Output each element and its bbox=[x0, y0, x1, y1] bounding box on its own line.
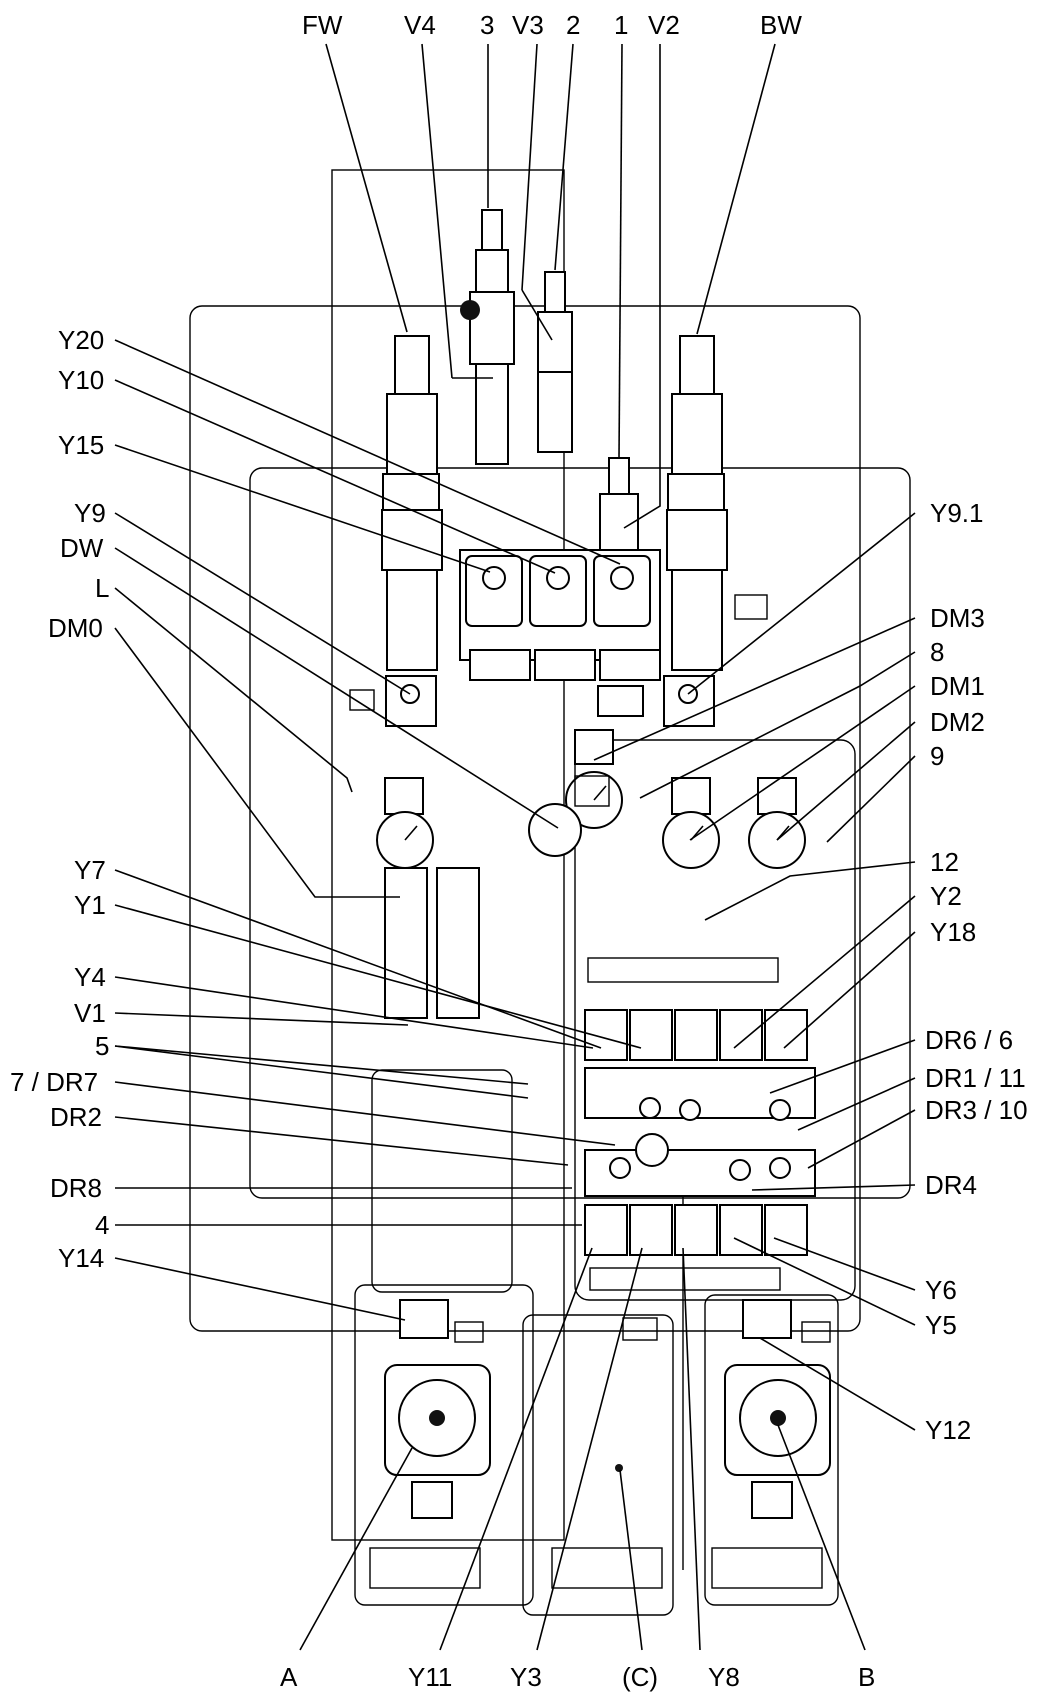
label-y10: Y10 bbox=[58, 365, 104, 395]
solenoid-row-lower bbox=[584, 1097, 816, 1291]
label-9: 9 bbox=[930, 741, 944, 771]
label-v4: V4 bbox=[404, 10, 436, 40]
label-y20: Y20 bbox=[58, 325, 104, 355]
label-dr3-10: DR3 / 10 bbox=[925, 1095, 1028, 1125]
label-y9-1: Y9.1 bbox=[930, 498, 984, 528]
label-dm2: DM2 bbox=[930, 707, 985, 737]
label-dm3: DM3 bbox=[930, 603, 985, 633]
label-y12: Y12 bbox=[925, 1415, 971, 1445]
label-y11: Y11 bbox=[408, 1662, 452, 1692]
label-v2: V2 bbox=[648, 10, 680, 40]
pressure-regulators bbox=[376, 729, 806, 1019]
label-v1: V1 bbox=[74, 998, 106, 1028]
label-y1: Y1 bbox=[74, 890, 106, 920]
label-dm0: DM0 bbox=[48, 613, 103, 643]
label-y14: Y14 bbox=[58, 1243, 104, 1273]
label-dr1-11: DR1 / 11 bbox=[925, 1063, 1026, 1093]
label-y7: Y7 bbox=[74, 855, 106, 885]
label-y6: Y6 bbox=[925, 1275, 957, 1305]
label-b: B bbox=[858, 1662, 875, 1692]
label-y4: Y4 bbox=[74, 962, 106, 992]
label-2: 2 bbox=[566, 10, 580, 40]
label-dr8: DR8 bbox=[50, 1173, 102, 1203]
label-dr4: DR4 bbox=[925, 1170, 977, 1200]
label-fw: FW bbox=[302, 10, 343, 40]
label-dr2: DR2 bbox=[50, 1102, 102, 1132]
label-y8: Y8 bbox=[708, 1662, 740, 1692]
label-8: 8 bbox=[930, 637, 944, 667]
valve-block-top bbox=[459, 549, 661, 717]
label-y3: Y3 bbox=[510, 1662, 542, 1692]
label-dm1: DM1 bbox=[930, 671, 985, 701]
label-y5: Y5 bbox=[925, 1310, 957, 1340]
label-7-dr7: 7 / DR7 bbox=[10, 1067, 98, 1097]
leader-lines bbox=[114, 43, 916, 1651]
callout-labels: FW V4 3 V3 2 1 V2 BW Y20 Y10 Y15 Y9 DW L… bbox=[10, 10, 1028, 1692]
label-v3: V3 bbox=[512, 10, 544, 40]
label-y18: Y18 bbox=[930, 917, 976, 947]
label-y9: Y9 bbox=[74, 498, 106, 528]
label-1: 1 bbox=[614, 10, 628, 40]
label-bw: BW bbox=[760, 10, 802, 40]
label-l: L bbox=[95, 573, 109, 603]
inlet-fittings bbox=[381, 209, 728, 671]
panel-outlines bbox=[189, 169, 911, 1616]
solenoid-row-upper bbox=[584, 957, 816, 1119]
label-12: 12 bbox=[930, 847, 959, 877]
label-c: (C) bbox=[622, 1662, 658, 1692]
label-y15: Y15 bbox=[58, 430, 104, 460]
label-4: 4 bbox=[95, 1210, 109, 1240]
label-dr6-6: DR6 / 6 bbox=[925, 1025, 1013, 1055]
label-3: 3 bbox=[480, 10, 494, 40]
label-a: A bbox=[280, 1662, 298, 1692]
dosing-pumps bbox=[369, 1299, 831, 1589]
label-5: 5 bbox=[95, 1031, 109, 1061]
label-y2: Y2 bbox=[930, 881, 962, 911]
label-dw: DW bbox=[60, 533, 104, 563]
